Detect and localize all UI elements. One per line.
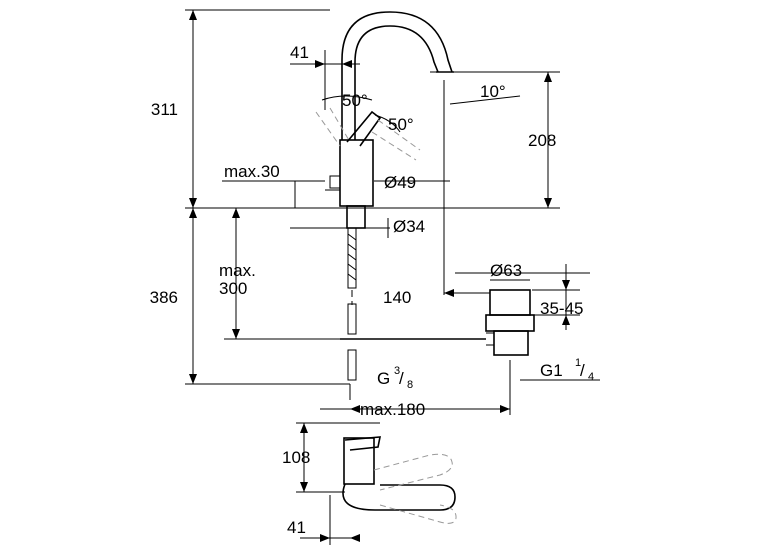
dimension-208-label: 208 bbox=[528, 131, 556, 150]
dimension-d49: Ø49 bbox=[374, 173, 450, 192]
dimension-max300-value: 300 bbox=[219, 279, 247, 298]
dimension-max300: max. 300 bbox=[219, 208, 340, 340]
dimension-311-label: 311 bbox=[151, 100, 178, 119]
swivel-angle-b-label: 50° bbox=[388, 115, 414, 134]
faucet-plan-view bbox=[296, 422, 457, 524]
dimension-140-label: 140 bbox=[383, 288, 411, 307]
dimension-41-top: 41 bbox=[290, 43, 360, 110]
dimension-d34: Ø34 bbox=[290, 217, 425, 238]
waste-thread-frac-num: 1 bbox=[575, 357, 581, 369]
dimension-max180-label: max.180 bbox=[360, 400, 425, 419]
dimension-108-label: 108 bbox=[282, 448, 310, 467]
dimension-max180: max.180 bbox=[320, 360, 511, 419]
dimension-311: 311 bbox=[151, 10, 197, 208]
waste-thread-label: G1 bbox=[540, 361, 563, 380]
dimension-d63: Ø63 bbox=[455, 261, 590, 281]
dimension-d34-label: Ø34 bbox=[393, 217, 425, 236]
dimension-max30-label: max.30 bbox=[224, 162, 280, 181]
dimension-140: 140 bbox=[383, 288, 490, 307]
dimension-108: 108 bbox=[282, 423, 310, 492]
supply-thread-frac-num: 3 bbox=[394, 365, 400, 377]
dimension-41-top-label: 41 bbox=[290, 43, 309, 62]
dimension-386-label: 386 bbox=[150, 288, 178, 307]
faucet-side-view bbox=[185, 9, 560, 381]
waste-thread-frac-den: 4 bbox=[588, 371, 594, 383]
dimension-35-45: 35-45 bbox=[532, 264, 583, 330]
supply-thread-frac-den: 8 bbox=[407, 379, 413, 391]
dimension-g-3-8: G 3 / 8 bbox=[349, 365, 413, 400]
dimension-208: 208 bbox=[528, 72, 556, 208]
dimension-d49-label: Ø49 bbox=[384, 173, 416, 192]
swivel-angle: 50° 50° bbox=[321, 91, 414, 134]
spout-tilt-label: 10° bbox=[480, 82, 506, 101]
dimension-d63-label: Ø63 bbox=[490, 261, 522, 280]
dimension-41-bottom-label: 41 bbox=[287, 518, 306, 537]
swivel-angle-a-label: 50° bbox=[342, 91, 368, 110]
frac-slash-2: / bbox=[399, 369, 404, 388]
dimension-35-45-label: 35-45 bbox=[540, 299, 583, 318]
spout-tilt: 10° bbox=[430, 71, 560, 295]
dimension-41-bottom: 41 bbox=[287, 495, 360, 545]
dimension-max300-max-label: max. bbox=[219, 261, 256, 280]
supply-thread-label: G bbox=[377, 369, 390, 388]
dimension-386: 386 bbox=[150, 208, 350, 385]
dimension-max30: max.30 bbox=[222, 162, 325, 208]
frac-slash: / bbox=[580, 361, 585, 380]
dimension-g1-quarter: G1 1 / 4 bbox=[520, 357, 600, 383]
